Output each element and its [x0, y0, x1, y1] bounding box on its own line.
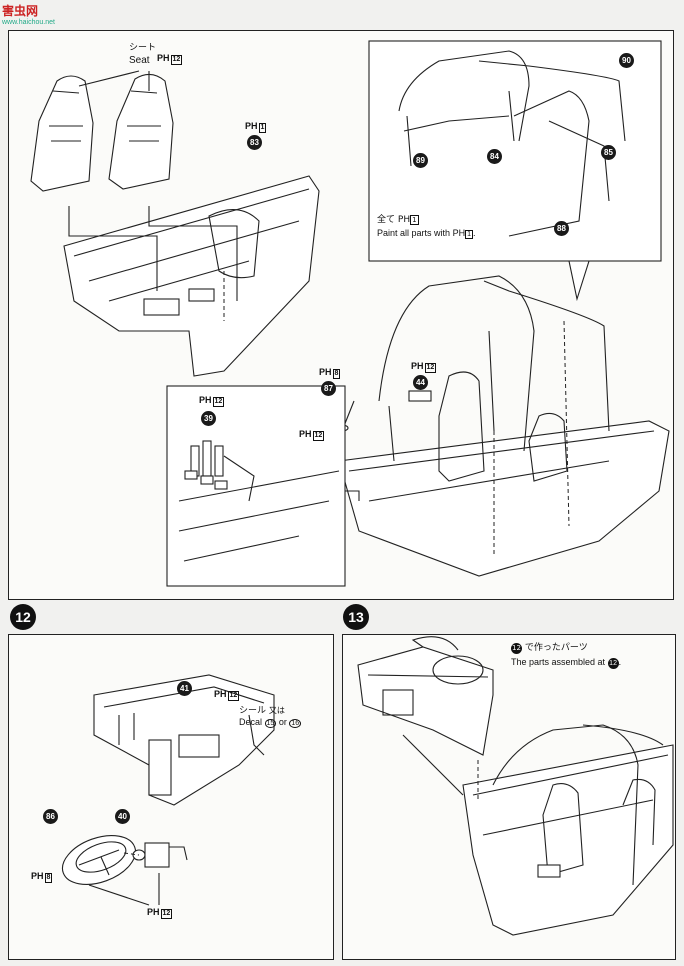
step-13-drawing — [357, 636, 674, 936]
part-88-marker: 88 — [554, 221, 569, 236]
watermark-title: 害虫网 — [2, 4, 39, 18]
decal-label-en: Decal 15 or 16 — [239, 717, 302, 728]
dashboard-assembly — [357, 636, 494, 756]
assembled-body — [338, 275, 670, 577]
watermark-url: www.haichou.net — [2, 19, 55, 26]
roll-cage-parts — [398, 50, 626, 237]
step-13-note-en: The parts assembled at 12. — [511, 657, 622, 669]
step-13-badge: 13 — [343, 604, 369, 630]
site-watermark: 害虫网 www.haichou.net — [2, 2, 55, 26]
floor-pan — [63, 175, 320, 377]
step-12-drawing — [61, 674, 275, 906]
part-39-marker: 39 — [201, 411, 216, 426]
pedal-detail — [178, 440, 340, 562]
part-86-marker: 86 — [43, 809, 58, 824]
step-13-note-jp: 12 で作ったパーツ — [511, 643, 588, 654]
part-84-marker: 84 — [487, 149, 502, 164]
part-44-marker: 44 — [413, 375, 428, 390]
body-with-cage — [462, 724, 674, 936]
part-41-marker: 41 — [177, 681, 192, 696]
steering-wheel-illustration — [61, 835, 137, 885]
step-13-panel: 12 で作ったパーツ The parts assembled at 12. — [342, 634, 676, 960]
step-12-badge: 12 — [10, 604, 36, 630]
part-90-marker: 90 — [619, 53, 634, 68]
part-83-marker: 83 — [247, 135, 262, 150]
part-89-marker: 89 — [413, 153, 428, 168]
seat-label-jp: シート — [129, 43, 157, 53]
part-87-marker: 87 — [321, 381, 336, 396]
steering-column-illustration — [132, 842, 188, 868]
seat-label-en: Seat — [129, 55, 150, 66]
dashboard-illustration — [93, 674, 275, 806]
seat-illustration — [30, 70, 174, 192]
part-40-marker: 40 — [115, 809, 130, 824]
step-11-drawing — [30, 40, 670, 587]
decal-label-jp: シール 又は — [239, 706, 285, 716]
part-85-marker: 85 — [601, 145, 616, 160]
